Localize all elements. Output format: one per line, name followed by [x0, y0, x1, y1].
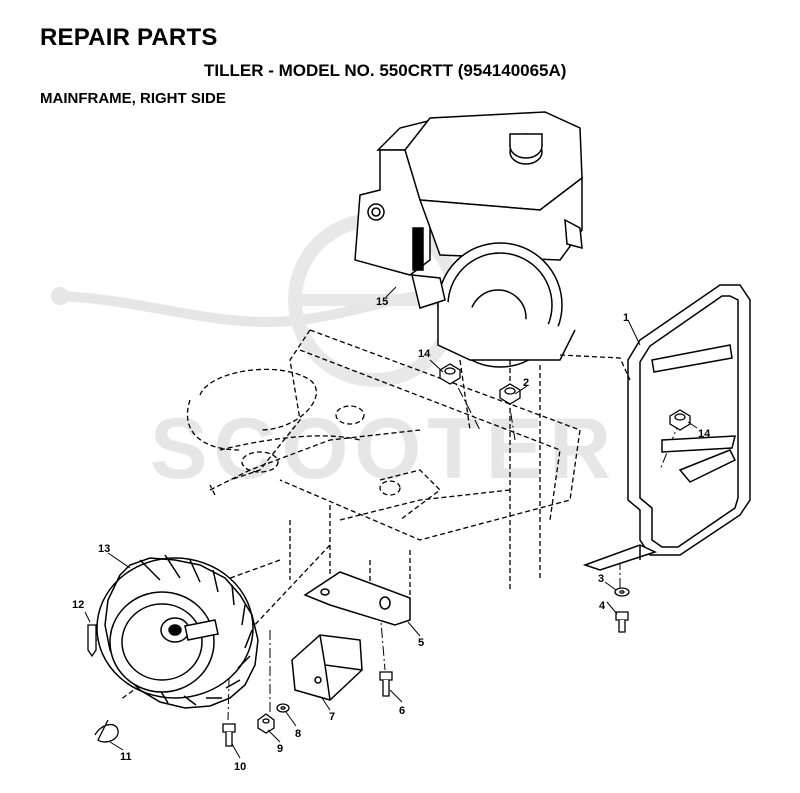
part-labels: 1 2 3 4 5 6 7 8 9 10 11 12 13 14 14 15 [72, 296, 711, 773]
callout-lines [84, 319, 698, 759]
label-1: 1 [623, 312, 629, 324]
label-4: 4 [599, 600, 606, 612]
engine [354, 111, 583, 368]
label-13: 13 [98, 543, 110, 555]
label-8: 8 [295, 728, 301, 740]
label-2: 2 [523, 377, 529, 389]
model-subtitle: TILLER - MODEL NO. 550CRTT (954140065A) [204, 61, 567, 80]
label-3: 3 [598, 573, 604, 585]
section-title: MAINFRAME, RIGHT SIDE [40, 90, 226, 107]
bracket [303, 571, 411, 626]
label-11: 11 [120, 751, 132, 763]
label-5: 5 [418, 637, 424, 649]
label-7: 7 [329, 711, 335, 723]
label-14-top: 14 [418, 348, 431, 360]
mainframe-dashed [119, 329, 631, 701]
label-14-right: 14 [698, 428, 711, 440]
label-15: 15 [376, 296, 388, 308]
label-10: 10 [234, 761, 246, 773]
hardware [87, 363, 691, 747]
label-9: 9 [277, 743, 283, 755]
page-title: REPAIR PARTS [40, 24, 218, 51]
wheel [96, 554, 259, 709]
pad [291, 634, 363, 701]
handle-frame [582, 284, 751, 571]
label-6: 6 [399, 705, 405, 717]
label-12: 12 [72, 599, 84, 611]
